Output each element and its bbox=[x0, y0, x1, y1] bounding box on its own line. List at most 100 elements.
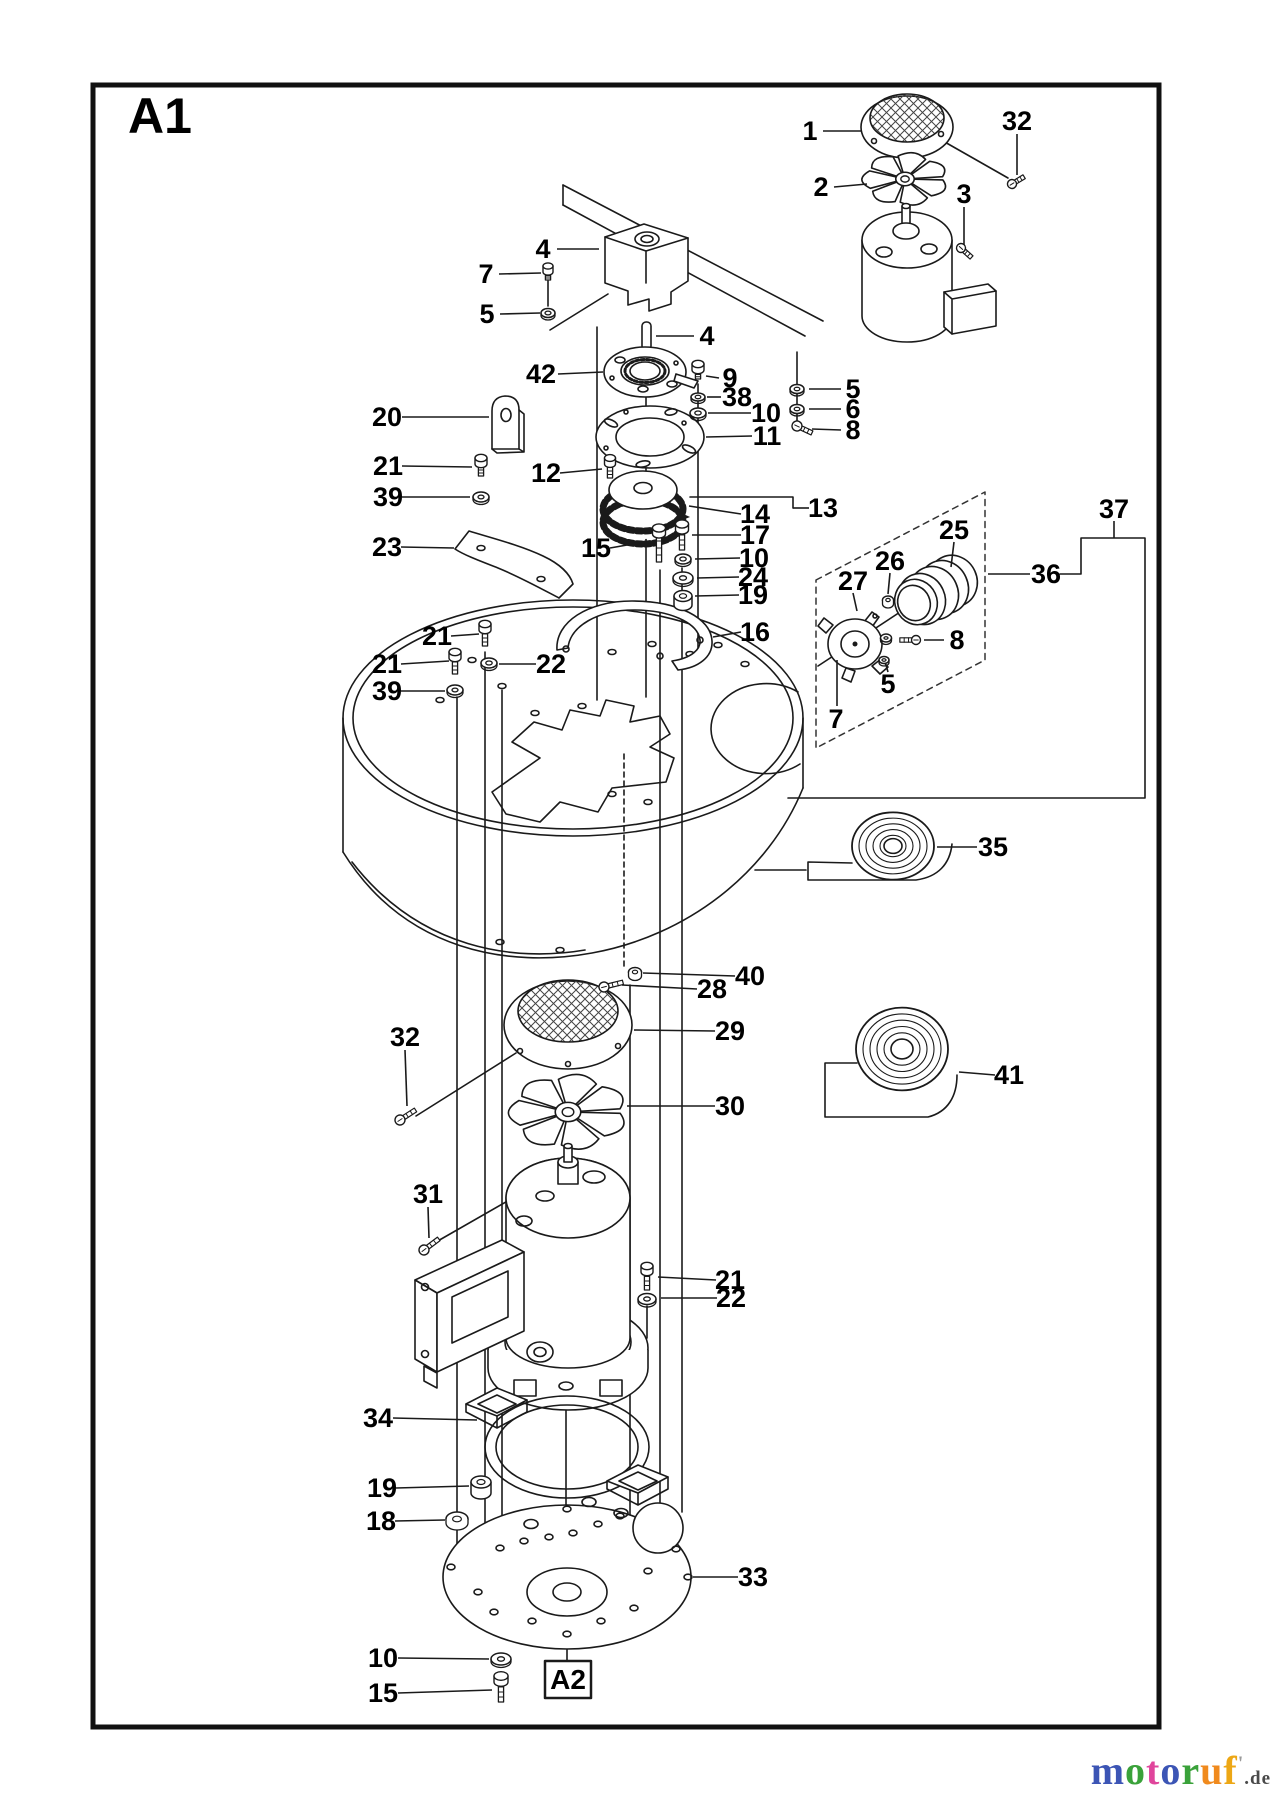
leader-line bbox=[392, 1417, 478, 1421]
callout-label-37: 37 bbox=[1099, 494, 1129, 524]
callout-label-4: 4 bbox=[699, 321, 714, 351]
part-35-insulation-roll bbox=[807, 811, 953, 881]
callout-label-15: 15 bbox=[581, 533, 611, 563]
callout-label-18: 18 bbox=[366, 1506, 396, 1536]
callout-label-26: 26 bbox=[875, 546, 905, 576]
part-4-pin bbox=[641, 321, 652, 351]
callout-label-11: 11 bbox=[753, 421, 782, 451]
callout-label-7: 7 bbox=[478, 259, 493, 289]
callout-label-10: 10 bbox=[368, 1643, 398, 1673]
leader-line bbox=[557, 371, 604, 375]
leader-line bbox=[694, 594, 740, 597]
construction-line bbox=[415, 1052, 517, 1117]
page-frame bbox=[90, 82, 1162, 1730]
callout-label-39: 39 bbox=[372, 676, 402, 706]
leader-line bbox=[427, 1206, 430, 1239]
construction-line bbox=[689, 496, 794, 509]
callout-label-29: 29 bbox=[715, 1016, 745, 1046]
drum-holes bbox=[435, 640, 750, 954]
watermark-letter: u bbox=[1200, 1748, 1224, 1793]
callout-label-31: 31 bbox=[413, 1179, 443, 1209]
leader-line bbox=[657, 1276, 717, 1281]
part-41-insulation-roll bbox=[824, 1006, 958, 1118]
callout-label-9: 9 bbox=[722, 363, 737, 393]
plate-holes bbox=[446, 1496, 693, 1638]
leader-line bbox=[833, 183, 868, 188]
callout-label-10: 10 bbox=[751, 398, 781, 428]
fasteners bbox=[394, 174, 1026, 1703]
callout-label-2: 2 bbox=[813, 172, 828, 202]
watermark-letter: r bbox=[1181, 1748, 1201, 1793]
leader-line bbox=[705, 375, 720, 379]
watermark-letter: o bbox=[1160, 1748, 1182, 1793]
callout-label-42: 42 bbox=[526, 359, 556, 389]
leader-line bbox=[450, 633, 480, 637]
callout-label-20: 20 bbox=[372, 402, 402, 432]
leader-line bbox=[633, 1029, 716, 1032]
part-4-gearbox-housing bbox=[604, 223, 689, 312]
callout-label-32: 32 bbox=[390, 1022, 420, 1052]
leader-line bbox=[688, 505, 742, 515]
leader-line bbox=[401, 465, 473, 468]
part-30-fan-lower bbox=[507, 1073, 625, 1150]
part-1-fan-cover-top bbox=[860, 93, 954, 159]
leader-line bbox=[642, 972, 736, 977]
leader-line bbox=[621, 984, 698, 990]
callout-label-30: 30 bbox=[715, 1091, 745, 1121]
leader-line bbox=[400, 660, 450, 665]
leader-line bbox=[696, 576, 740, 579]
terminal-box-lower bbox=[414, 1239, 525, 1389]
watermark-tick: ' bbox=[1237, 1752, 1245, 1775]
detail-box-dashed bbox=[815, 491, 986, 749]
page-title: A1 bbox=[128, 88, 192, 144]
callout-label-19: 19 bbox=[367, 1473, 397, 1503]
callout-label-35: 35 bbox=[978, 832, 1008, 862]
leader-line bbox=[395, 1485, 470, 1489]
part-11-mounting-plate bbox=[595, 405, 705, 469]
part-42-bearing-flange bbox=[603, 346, 699, 398]
construction-line bbox=[787, 537, 1146, 799]
part-lower-motor bbox=[414, 1142, 649, 1411]
part-16-guard-plate bbox=[556, 600, 713, 671]
callout-label-14: 14 bbox=[740, 499, 770, 529]
part-23-support-plate bbox=[454, 530, 574, 599]
callout-label-8: 8 bbox=[949, 625, 964, 655]
callout-label-3: 3 bbox=[956, 179, 971, 209]
watermark-letter: o bbox=[1125, 1748, 1147, 1793]
callout-label-23: 23 bbox=[372, 532, 402, 562]
callout-label-19: 19 bbox=[738, 580, 768, 610]
drum-cutout bbox=[491, 699, 675, 823]
callout-label-1: 1 bbox=[802, 116, 817, 146]
callout-label-12: 12 bbox=[531, 458, 561, 488]
watermark-letter: f bbox=[1223, 1748, 1238, 1793]
leader-line bbox=[404, 1049, 408, 1107]
part-25-coupling bbox=[893, 554, 979, 626]
callout-label-41: 41 bbox=[994, 1060, 1024, 1090]
callout-label-33: 33 bbox=[738, 1562, 768, 1592]
callout-label-5: 5 bbox=[880, 669, 895, 699]
part-33-bottom-plate bbox=[442, 1496, 693, 1650]
callout-label-34: 34 bbox=[363, 1403, 393, 1433]
callout-label-21: 21 bbox=[715, 1265, 745, 1295]
leader-line bbox=[559, 468, 603, 474]
leader-line bbox=[705, 435, 753, 438]
construction-line bbox=[549, 293, 609, 331]
leader-line bbox=[950, 541, 955, 568]
part-13-14-sprocket bbox=[598, 470, 690, 548]
part-3-upper-motor bbox=[861, 202, 997, 343]
callout-label-22: 22 bbox=[716, 1283, 746, 1313]
callout-label-28: 28 bbox=[697, 974, 727, 1004]
callout-label-24: 24 bbox=[738, 562, 768, 592]
leader-line bbox=[958, 1071, 996, 1076]
leader-line bbox=[397, 1689, 493, 1694]
callout-label-38: 38 bbox=[722, 382, 752, 412]
callout-label-8: 8 bbox=[845, 415, 860, 445]
callout-label-7: 7 bbox=[828, 704, 843, 734]
construction-line bbox=[562, 184, 824, 322]
callout-label-21: 21 bbox=[372, 649, 402, 679]
callout-label-4: 4 bbox=[535, 234, 550, 264]
callout-label-39: 39 bbox=[373, 482, 403, 512]
construction-line bbox=[942, 140, 1009, 179]
key-arrow bbox=[679, 512, 690, 521]
